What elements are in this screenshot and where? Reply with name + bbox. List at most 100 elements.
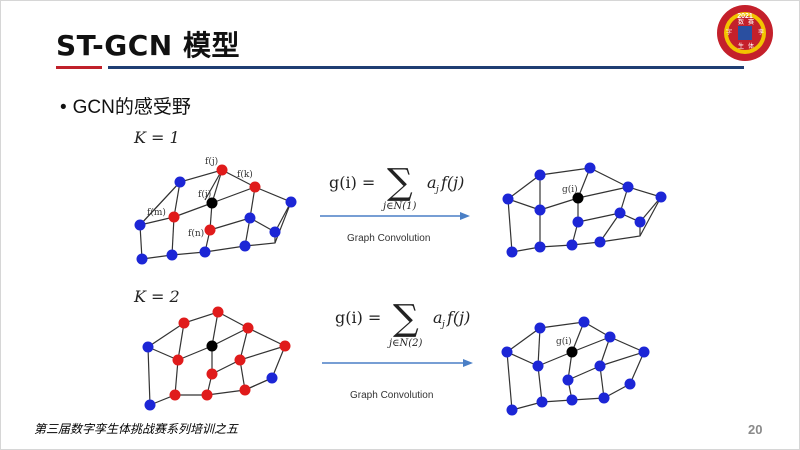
neighbor-node	[249, 181, 261, 193]
title-underline-blue	[108, 66, 744, 69]
logo-char-5: 赛	[748, 18, 754, 26]
graph-node	[655, 191, 667, 203]
bullet-text: GCN的感受野	[72, 97, 191, 118]
k2-sum-subscript: j∈N(2)	[387, 338, 423, 349]
neighbor-node	[234, 354, 246, 366]
neighbor-node	[201, 389, 213, 401]
graph-node	[562, 374, 574, 386]
k1-arrow-label: Graph Convolution	[347, 233, 430, 244]
k1-sum-subscript: j∈N(1)	[381, 201, 417, 212]
bullet-item: •GCN的感受野	[60, 92, 191, 119]
k2-arrow-label: Graph Convolution	[350, 390, 433, 401]
node-label-fj: f(j)	[205, 156, 218, 167]
k2-output-nodes	[501, 316, 650, 416]
graph-node	[136, 253, 148, 265]
graph-node	[614, 207, 626, 219]
graph-node	[572, 216, 584, 228]
node-label-fk: f(k)	[237, 169, 253, 180]
page-number: 20	[748, 422, 763, 437]
competition-logo: 2021 字 孪 数 赛 生 体	[717, 5, 773, 61]
graph-node	[142, 341, 154, 353]
k2-label: K = 2	[133, 287, 180, 306]
k2-formula-coef-sub: j	[440, 320, 445, 330]
graph-node	[634, 216, 646, 228]
k2-formula: g(i) = ∑ j∈N(2) a j f(j)	[335, 298, 470, 349]
graph-node	[266, 372, 278, 384]
graph-node	[244, 212, 256, 224]
k1-output-nodes	[502, 162, 667, 258]
graph-node	[285, 196, 297, 208]
graph-node	[502, 193, 514, 205]
logo-char-2: 孪	[758, 28, 764, 36]
footer-text: 第三届数字孪生体挑战赛系列培训之五	[34, 422, 239, 436]
graph-node	[534, 169, 546, 181]
center-node	[206, 340, 218, 352]
k1-input-nodes	[134, 164, 297, 265]
graph-node	[199, 246, 211, 258]
graph-node	[598, 392, 610, 404]
graph-node	[638, 346, 650, 358]
graph-node	[566, 394, 578, 406]
k1-sum-symbol: ∑	[387, 162, 413, 203]
title-underline-red	[56, 66, 102, 69]
bullet-dot: •	[60, 97, 67, 118]
center-node	[206, 197, 218, 209]
graph-node	[134, 219, 146, 231]
neighbor-node	[178, 317, 190, 329]
neighbor-node	[212, 306, 224, 318]
graph-node	[536, 396, 548, 408]
logo-char-3: 生	[738, 42, 744, 50]
k2-sum-symbol: ∑	[393, 298, 419, 339]
graph-node	[174, 176, 186, 188]
logo-char-0: 数	[738, 18, 744, 26]
center-node	[566, 346, 578, 358]
k2-formula-coef: a	[433, 308, 443, 327]
k2-output-label: g(i)	[556, 336, 572, 347]
logo-emblem	[738, 26, 752, 40]
k1-arrowhead	[460, 212, 470, 220]
neighbor-node	[279, 340, 291, 352]
k1-formula-coef-sub: j	[434, 185, 439, 195]
k1-label: K = 1	[133, 128, 180, 147]
slide-title: ST-GCN 模型	[56, 29, 240, 62]
neighbor-node	[204, 224, 216, 236]
logo-year: 2021	[737, 13, 753, 20]
graph-node	[534, 241, 546, 253]
graph-node	[566, 239, 578, 251]
k2-input-nodes	[142, 306, 291, 411]
logo-char-1: 字	[726, 28, 732, 36]
graph-node	[506, 404, 518, 416]
neighbor-node	[169, 389, 181, 401]
k1-formula-left: g(i) =	[329, 173, 375, 192]
graph-node	[506, 246, 518, 258]
graph-node	[144, 399, 156, 411]
graph-node	[594, 236, 606, 248]
graph-node	[239, 240, 251, 252]
neighbor-node	[239, 384, 251, 396]
graph-node	[534, 204, 546, 216]
node-label-fn: f(n)	[188, 228, 204, 239]
k1-formula-tail: f(j)	[440, 173, 464, 192]
k1-formula-coef: a	[427, 173, 437, 192]
node-label-fm: f(m)	[147, 207, 166, 218]
k1-output-label: g(i)	[562, 184, 578, 195]
node-label-fi: f(i)	[198, 189, 211, 200]
graph-node	[166, 249, 178, 261]
k2-input-graph	[147, 311, 286, 406]
graph-node	[604, 331, 616, 343]
graph-node	[269, 226, 281, 238]
graph-node	[532, 360, 544, 372]
graph-node	[578, 316, 590, 328]
k1-output-graph	[507, 167, 662, 253]
neighbor-node	[168, 211, 180, 223]
k2-arrowhead	[463, 359, 473, 367]
graph-node	[622, 181, 634, 193]
k2-formula-tail: f(j)	[446, 308, 470, 327]
neighbor-node	[242, 322, 254, 334]
graph-node	[624, 378, 636, 390]
graph-node	[534, 322, 546, 334]
k2-formula-left: g(i) =	[335, 308, 381, 327]
center-node	[572, 192, 584, 204]
neighbor-node	[216, 164, 228, 176]
